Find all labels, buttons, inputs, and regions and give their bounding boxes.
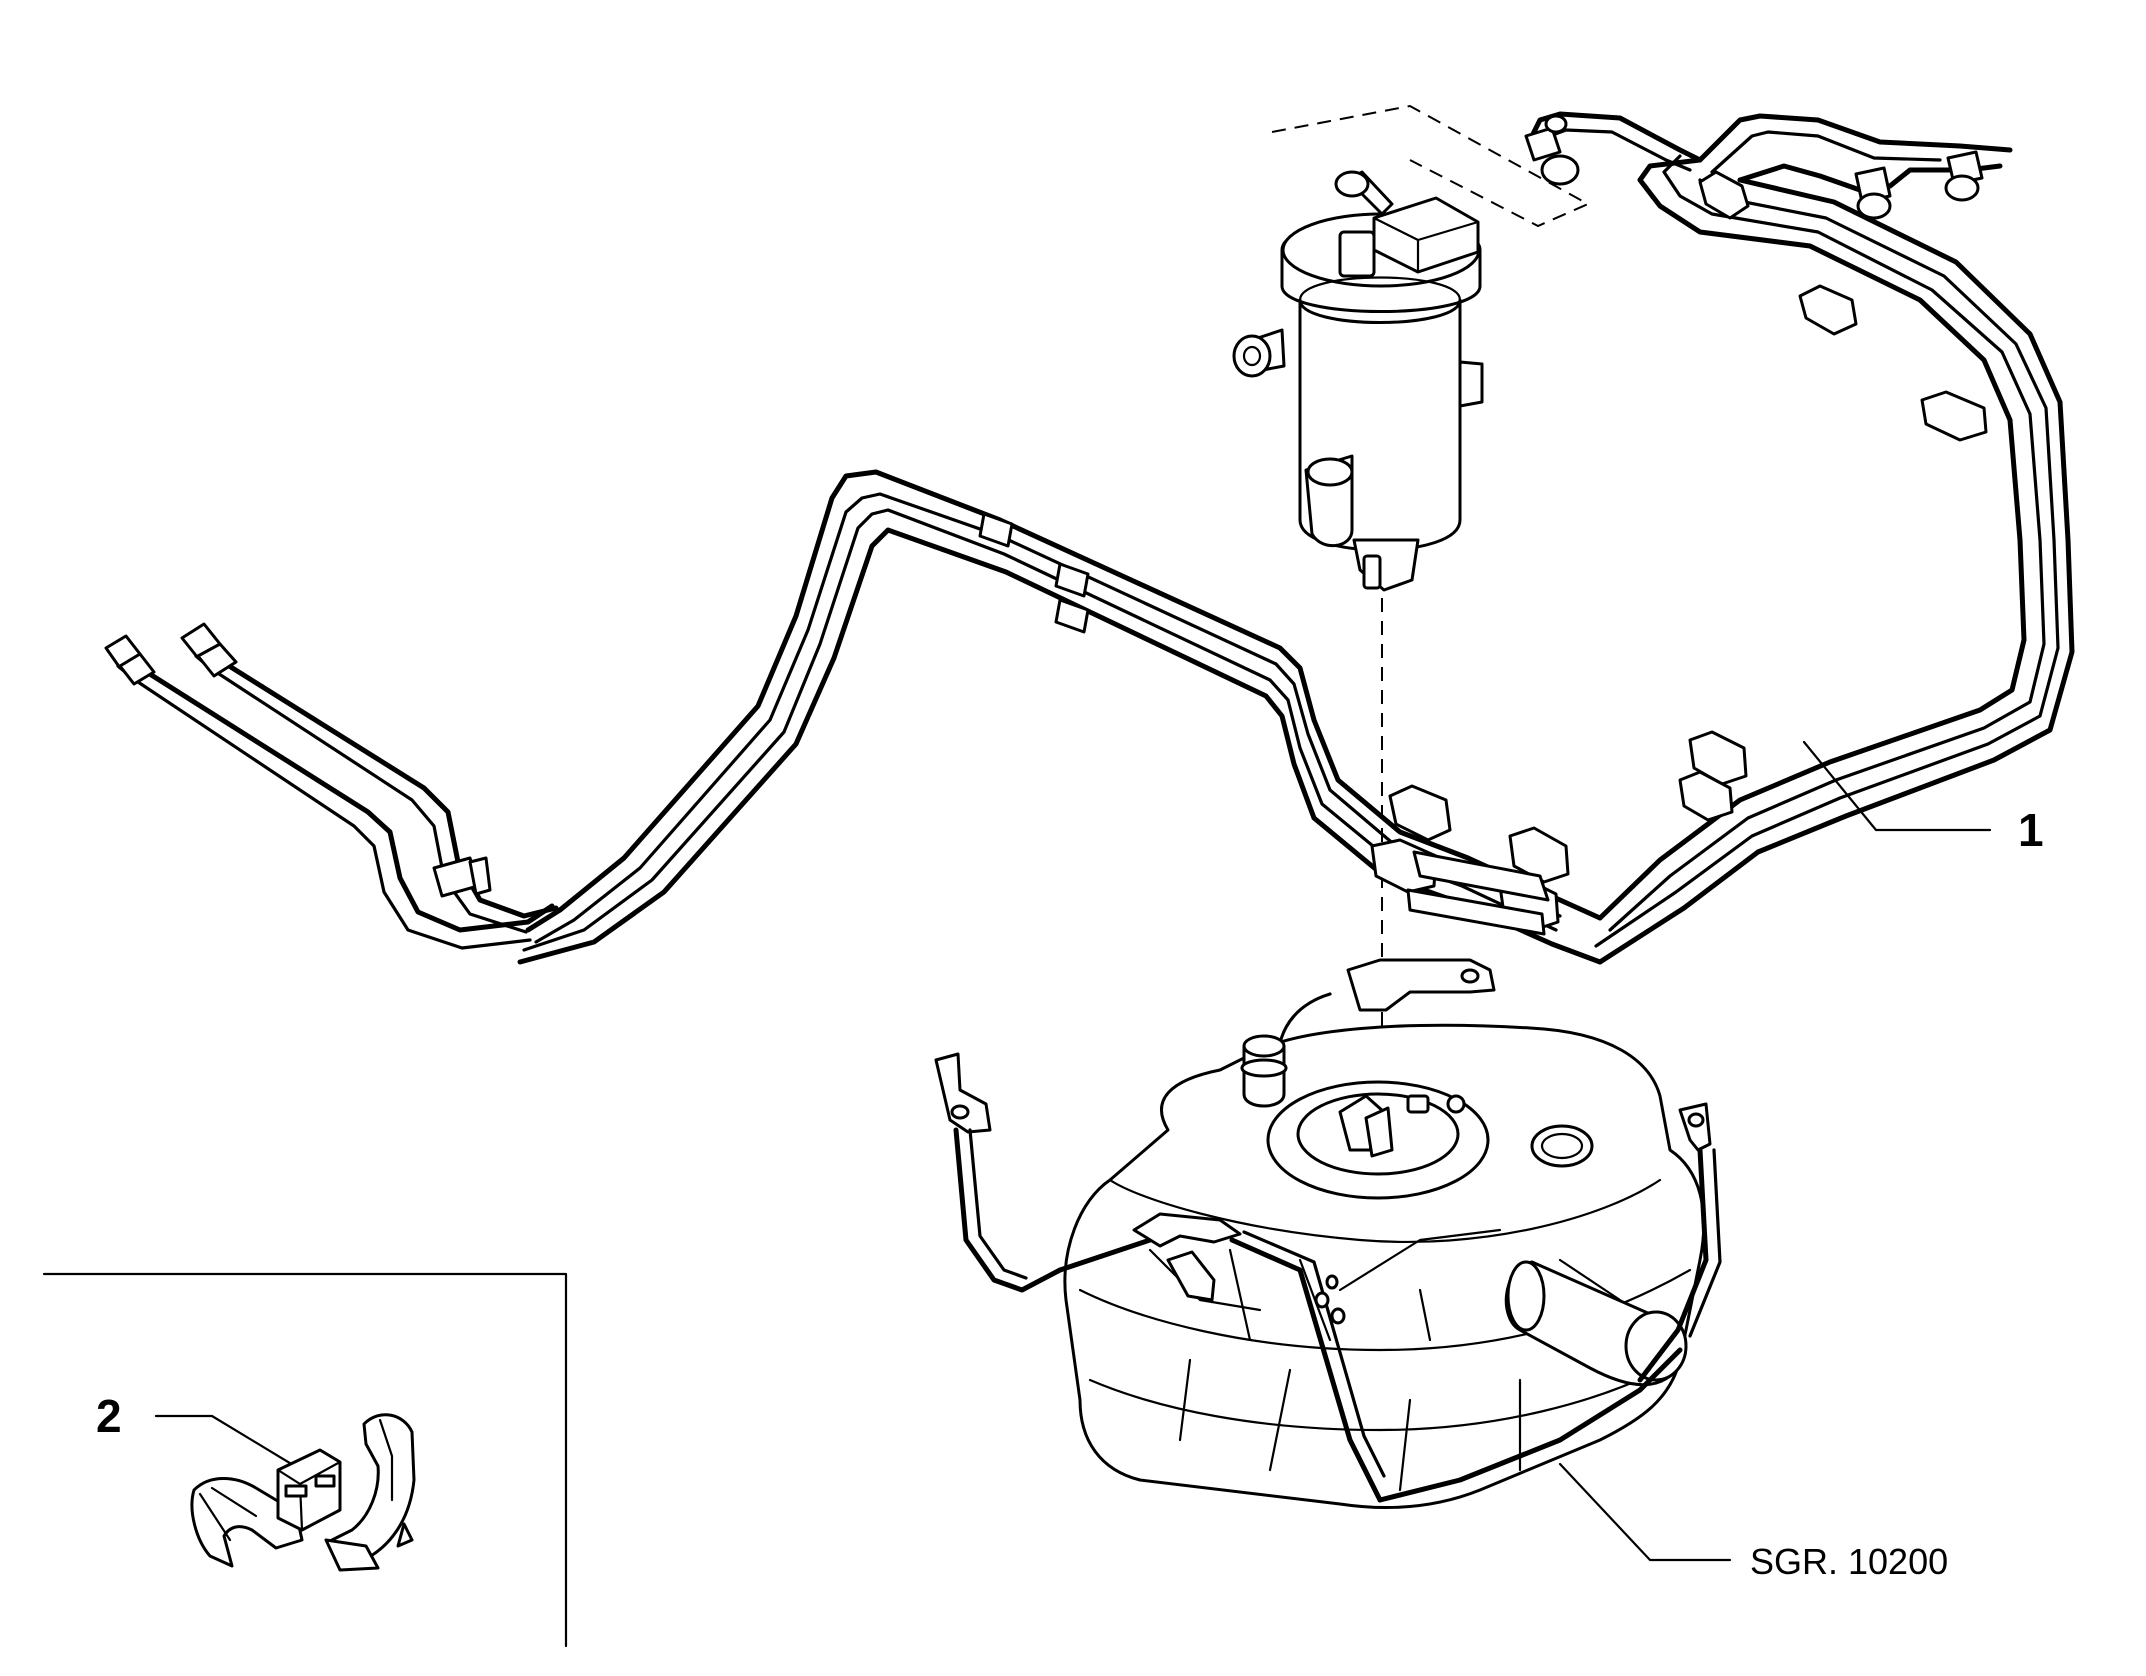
callout-label-2: 2 — [96, 1390, 122, 1442]
callout-label-1: 1 — [2018, 804, 2044, 856]
leader-line-1 — [1802, 740, 1992, 832]
fuel-line-bundle — [104, 111, 2075, 965]
inset-border — [42, 1272, 568, 1648]
leader-line-tank — [1558, 1462, 1732, 1562]
fuel-filter — [1232, 104, 1591, 592]
leader-line-2 — [154, 1414, 300, 1470]
tank-reference-label: SGR. 10200 — [1750, 1541, 1948, 1582]
fuel-tank — [934, 958, 1732, 1562]
top-pipe-fittings — [1524, 114, 1984, 220]
clip-detail-inset — [42, 1272, 568, 1648]
left-pipe-fittings — [104, 622, 492, 898]
clip-part — [190, 1413, 416, 1572]
bundle-clips — [1370, 170, 1988, 936]
